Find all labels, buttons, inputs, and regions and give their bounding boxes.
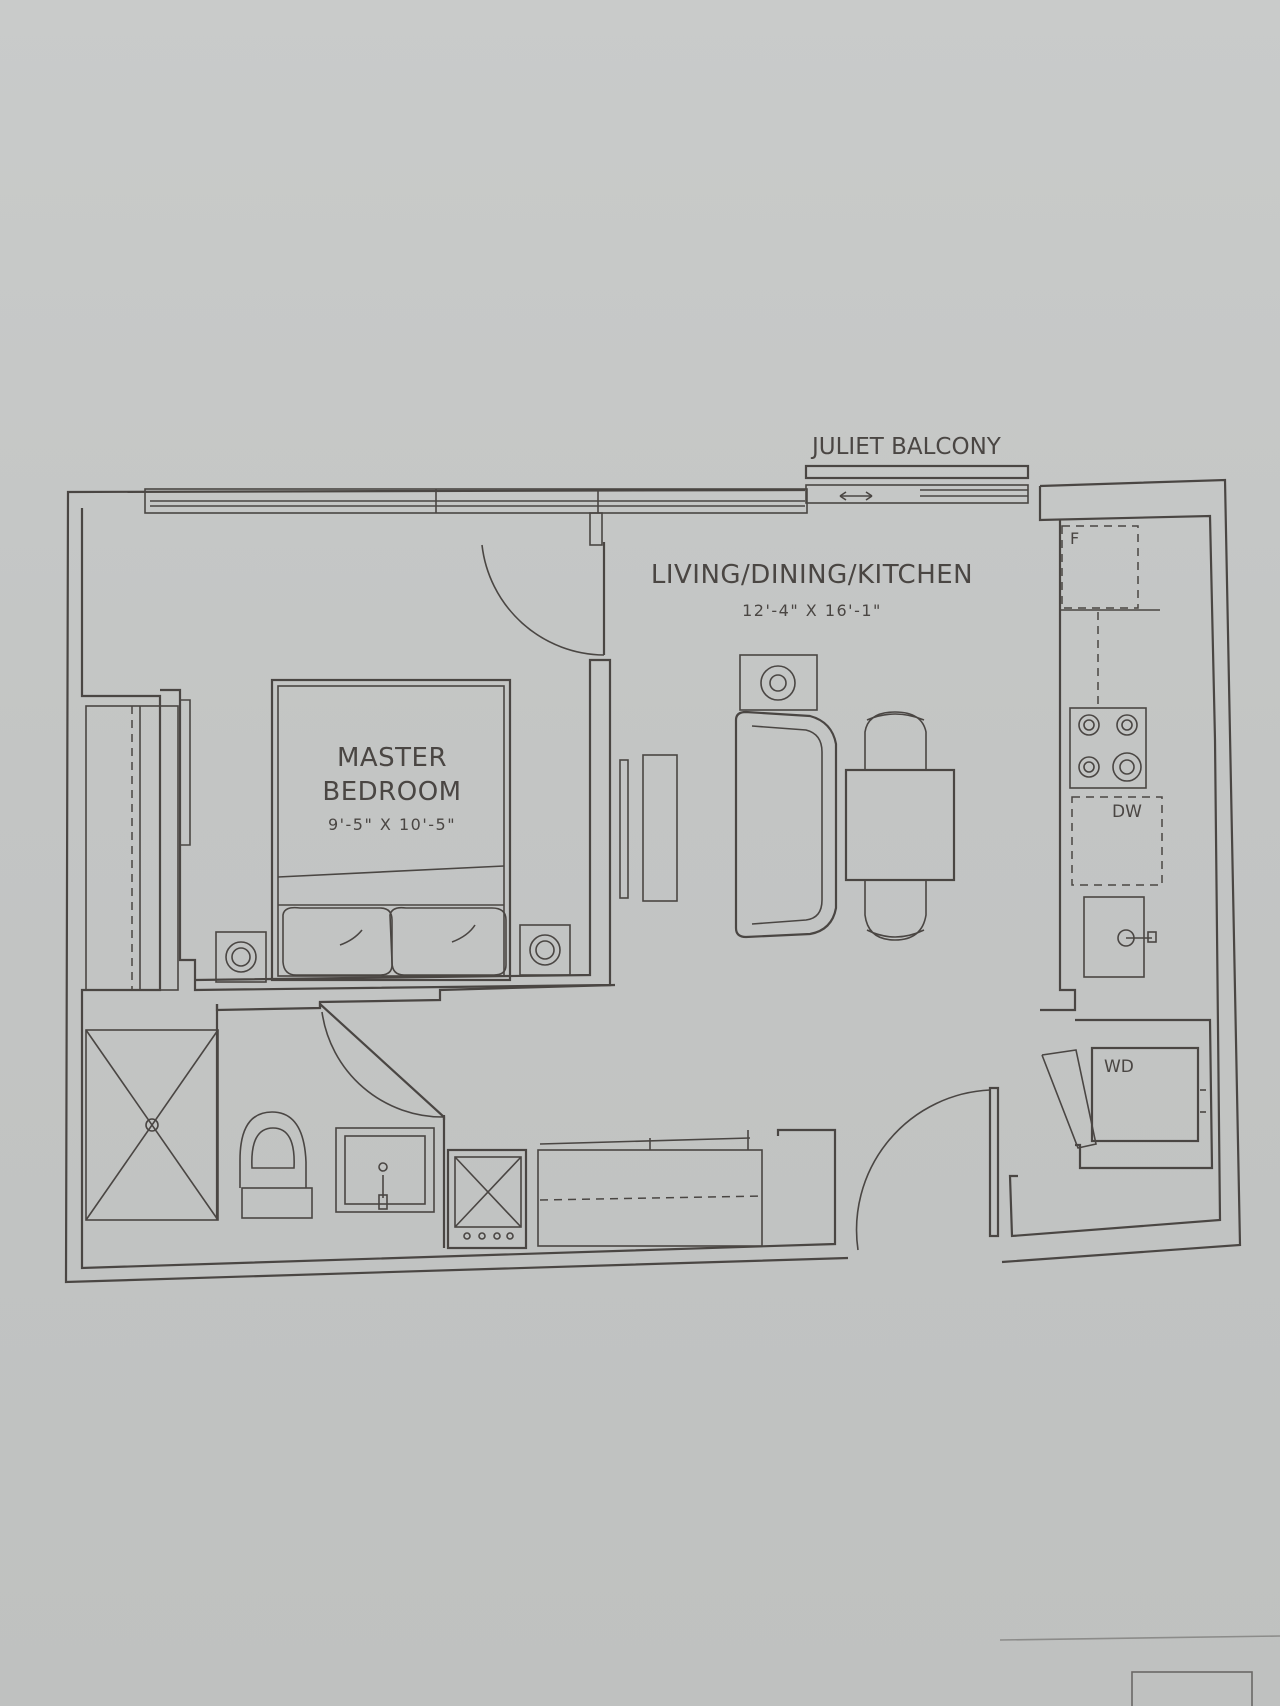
bedroom-name-line2: BEDROOM [322, 777, 461, 807]
laundry-closet: WD [1041, 1018, 1214, 1170]
entry-door [855, 1086, 1000, 1251]
dining-set [844, 711, 956, 941]
balcony-label: JULIET BALCONY [810, 434, 1002, 460]
room-labels: LIVING/DINING/KITCHEN 12'-4" X 16'-1" MA… [322, 560, 973, 834]
juliet-balcony: JULIET BALCONY [804, 434, 1030, 504]
bedroom-closet [85, 705, 179, 991]
bedroom-name-line1: MASTER [337, 743, 447, 773]
bathroom [85, 1001, 446, 1248]
side-table [739, 654, 818, 711]
outer-walls [64, 478, 1242, 1284]
sheet-edge [999, 1635, 1280, 1706]
tv-unit [619, 754, 678, 902]
bedroom-dims: 9'-5" X 10'-5" [328, 815, 456, 834]
living-door [481, 542, 606, 656]
hall-closet [537, 1130, 763, 1247]
bed [270, 678, 512, 982]
sofa [734, 710, 838, 939]
washer-dryer-label: WD [1104, 1057, 1134, 1077]
nightstands [215, 924, 571, 983]
living-room-dims: 12'-4" X 16'-1" [742, 601, 882, 620]
dishwasher-label: DW [1112, 802, 1142, 822]
hall-cabinet [446, 1148, 528, 1250]
kitchen-counter: F DW [1040, 520, 1163, 1012]
fridge-label: F [1070, 529, 1079, 548]
bedroom-walls [160, 658, 616, 1012]
living-room-name: LIVING/DINING/KITCHEN [651, 560, 973, 590]
